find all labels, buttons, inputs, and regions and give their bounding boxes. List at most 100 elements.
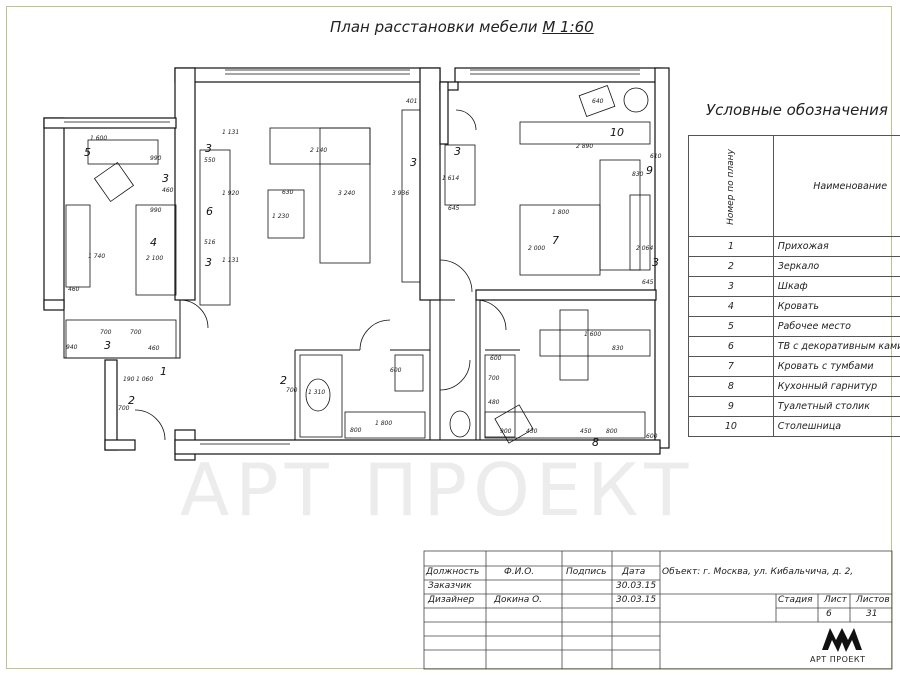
dim-15: 550 [204,157,216,164]
windows [64,69,640,445]
room-label-2b: 2 [280,374,287,387]
stamp-stage-label: Стадия [778,595,813,605]
dim-16: 1 920 [222,190,239,197]
stamp-row2-name: Докина О. [494,595,543,605]
plan-title-text: План расстановки мебели [330,18,538,36]
stamp-row2-date: 30.03.15 [616,595,657,605]
dim-9: 700 [100,329,112,336]
exterior-walls [43,67,670,461]
dim-46: 450 [580,428,592,435]
dim-36: 1 800 [552,209,569,216]
dim-33: 2 890 [576,143,593,150]
dim-20: 2 140 [310,147,327,154]
dim-11: 460 [148,345,160,352]
room-label-7: 7 [552,234,559,247]
dim-45: 800 [606,428,618,435]
stamp-sheet-label: Лист [824,595,847,605]
stamp-col-role: Должность [426,567,480,577]
stamp-sheets: 31 [866,609,878,619]
dim-50: 700 [488,375,500,382]
room-label-3a: 3 [162,172,169,185]
dim-12: 1 060 [136,376,153,383]
room-label-2a: 2 [128,394,135,407]
dim-35: 610 [650,153,662,160]
logo-mark [822,628,862,652]
door-swings [134,109,507,441]
dim-3: 460 [162,187,174,194]
dim-48: 480 [488,399,500,406]
dim-28: 600 [390,367,402,374]
dim-44: 450 [526,428,538,435]
stamp-grid [423,550,893,670]
dim-47: 600 [646,433,658,440]
dim-8: 940 [66,344,78,351]
stamp-row2-role: Дизайнер [428,595,475,605]
stamp-object: Объект: г. Москва, ул. Кибальчича, д. 2, [662,567,854,577]
stamp-col-sign: Подпись [566,567,607,577]
dim-7: 460 [68,286,80,293]
furniture [65,85,651,444]
dim-1: 1 600 [90,135,107,142]
plan-scale: М 1:60 [542,18,594,36]
dim-41: 830 [612,345,624,352]
dim-43: 900 [500,428,512,435]
stamp-col-date: Дата [622,567,646,577]
dim-19: 1 131 [222,257,239,264]
dim-13: 190 [123,376,135,383]
dim-27: 1 310 [308,389,325,396]
dim-6: 1 740 [88,253,105,260]
legend-title: Условные обозначения [706,101,888,119]
legend-header-name: Наименование [772,135,900,237]
room-label-3g: 3 [652,256,659,269]
dim-34: 830 [632,171,644,178]
dim-17: 516 [204,239,216,246]
watermark: АРТ ПРОЕКТ [180,448,695,532]
dim-14: 700 [118,405,130,412]
dim-24: 3 936 [392,190,409,197]
dim-5: 2 100 [146,255,163,262]
stamp-col-name: Ф.И.О. [504,567,535,577]
dim-4: 990 [150,207,162,214]
dim-23: 3 240 [338,190,355,197]
stamp-sheet: 6 [826,609,832,619]
dim-21: 630 [282,189,294,196]
logo-text: АРТ ПРОЕКТ [810,655,866,664]
dim-42: 600 [490,355,502,362]
interior-walls [63,299,520,440]
stamp-row1-role: Заказчик [428,581,472,591]
dim-39: 645 [642,279,654,286]
legend-header-num: Номер по плану [688,135,774,237]
room-label-3e: 3 [410,156,417,169]
dim-10: 700 [130,329,142,336]
dim-37: 2 000 [528,245,545,252]
room-label-1: 1 [160,365,167,378]
dim-18: 1 131 [222,129,239,136]
dim-38: 2 064 [636,245,653,252]
dim-25: 401 [406,98,417,105]
stamp-sheets-label: Листов [856,595,890,605]
dim-22: 1 230 [272,213,289,220]
room-label-10: 10 [610,126,624,139]
room-label-3d: 3 [205,256,212,269]
stamp-row1-date: 30.03.15 [616,581,657,591]
plan-title: План расстановки мебели М 1:60 [330,18,594,36]
room-label-6: 6 [206,205,213,218]
room-label-4: 4 [150,236,157,249]
dim-49: 640 [592,98,604,105]
dim-32: 645 [448,205,460,212]
room-label-8: 8 [592,436,599,449]
dim-30: 1 800 [375,420,392,427]
dim-40: 1 600 [584,331,601,338]
dim-26: 700 [286,387,298,394]
dim-2: 990 [150,155,162,162]
